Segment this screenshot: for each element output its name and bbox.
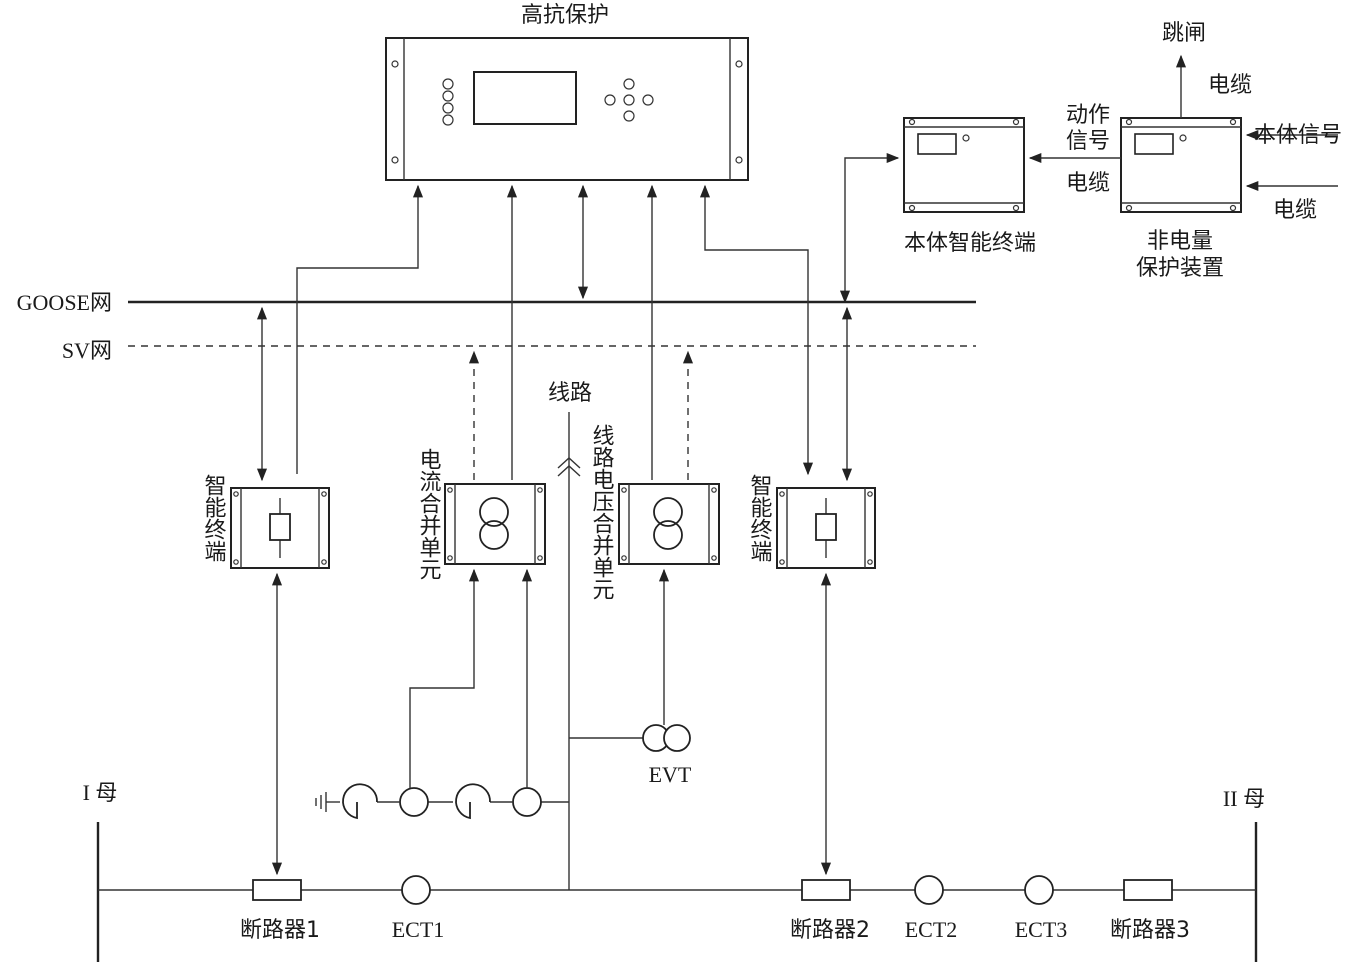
- cable-label-bottom: 电缆: [1273, 198, 1317, 223]
- body-smart-terminal-box: [903, 117, 1025, 213]
- ct-circle-2: [512, 787, 542, 817]
- trip-label: 跳闸: [1162, 21, 1206, 46]
- ground-icon: [315, 792, 327, 812]
- device-buttons-left: [442, 78, 454, 126]
- smart-terminal-left-box: [230, 487, 330, 569]
- breaker-2-label: 断路器2: [790, 918, 870, 943]
- body-terminal-label: 本体智能终端: [904, 231, 1036, 256]
- reactor-symbol-1: [342, 783, 378, 820]
- action-signal-label-1: 动作: [1066, 103, 1110, 128]
- cable-label-mid: 电缆: [1066, 171, 1110, 196]
- bus-2-label: II 母: [1223, 786, 1265, 811]
- cable-label-top: 电缆: [1208, 73, 1252, 98]
- breaker-3-label: 断路器3: [1110, 918, 1190, 943]
- ect3-symbol: [1024, 875, 1054, 905]
- smart-terminal-left-label: 智能终端: [201, 474, 227, 562]
- current-merging-unit-box: [444, 483, 546, 565]
- ect1-symbol: [401, 875, 431, 905]
- evt-label: EVT: [649, 762, 692, 787]
- non-electric-protection-box: [1120, 117, 1242, 213]
- smart-terminal-right-label: 智能终端: [747, 474, 773, 562]
- smart-terminal-right-box: [776, 487, 876, 569]
- body-signal-label: 本体信号: [1254, 123, 1342, 148]
- non-electric-label-1: 非电量: [1147, 229, 1213, 254]
- breaker-1-symbol: [252, 879, 302, 901]
- line-chevron-1: [557, 457, 581, 469]
- current-mu-label: 电流合并单元: [416, 448, 442, 580]
- device-screen: [473, 71, 577, 125]
- line-label: 线路: [548, 381, 592, 406]
- ect2-label: ECT2: [905, 917, 958, 942]
- breaker-2-symbol: [801, 879, 851, 901]
- voltage-mu-label: 线路电压合并单元: [589, 424, 615, 600]
- breaker-3-symbol: [1123, 879, 1173, 901]
- bus-1-label: I 母: [83, 780, 118, 805]
- left-terminal-to-protection: [296, 184, 424, 474]
- ct-circle-1: [399, 787, 429, 817]
- reactor-symbol-2: [455, 783, 491, 820]
- non-electric-label-2: 保护装置: [1136, 256, 1224, 281]
- device-keypad: [604, 78, 654, 122]
- ect3-label: ECT3: [1015, 917, 1068, 942]
- voltage-merging-unit-box: [618, 483, 720, 565]
- action-signal-label-2: 信号: [1066, 129, 1110, 154]
- line-chevron-2: [557, 465, 581, 477]
- protection-title: 高抗保护: [521, 3, 609, 28]
- ect1-label: ECT1: [392, 917, 445, 942]
- goose-network-label: GOOSE网: [17, 290, 112, 315]
- body-terminal-goose-link: [839, 152, 900, 304]
- ct1-to-current-mu: [409, 568, 480, 788]
- sv-network-label: SV网: [62, 338, 112, 363]
- ect2-symbol: [914, 875, 944, 905]
- evt-circle-2: [663, 724, 691, 752]
- protection-device: [385, 37, 749, 181]
- breaker-1-label: 断路器1: [240, 918, 320, 943]
- protection-to-right-terminal: [699, 184, 814, 476]
